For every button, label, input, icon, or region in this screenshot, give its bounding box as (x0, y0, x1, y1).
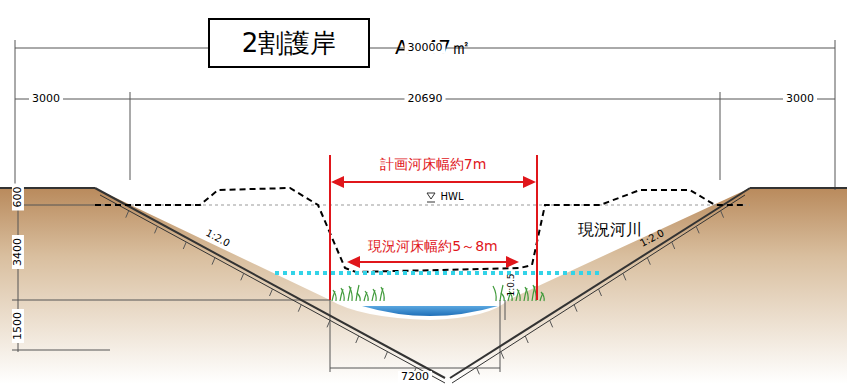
dimension: 20690 (405, 93, 446, 105)
slope-ratio: 1:2.0 (638, 227, 666, 249)
existing-width-label: 現況河床幅約5～8m (365, 239, 500, 254)
dimension: 30000 (405, 42, 446, 54)
slope-ratio: 1:2.0 (204, 227, 232, 249)
dimension: 600 (12, 184, 24, 211)
existing-river-label: 現況河川 (578, 221, 642, 239)
ground (0, 188, 847, 384)
title-box: 2割護岸 (208, 18, 370, 68)
water (362, 306, 498, 316)
planned-bed-line (275, 271, 600, 275)
existing-river-line (95, 188, 745, 272)
planned-width (330, 155, 537, 300)
slope-ticks (126, 211, 724, 375)
hwl-line (95, 205, 750, 206)
dimension-lines (12, 40, 835, 372)
hwl-label: HWL (441, 191, 464, 202)
dimension: 3400 (12, 235, 24, 269)
dimension: 3000 (783, 93, 817, 105)
dimension: 3000 (29, 93, 63, 105)
water-level-symbol (427, 193, 435, 199)
slope-ratio: 1:0.5 (507, 273, 517, 296)
box-title: 2割護岸 (242, 26, 337, 61)
dimension: 1500 (12, 309, 24, 343)
revetment (0, 188, 847, 383)
planned-width-label: 計画河床幅約7m (380, 157, 487, 172)
dimension: 7200 (398, 371, 432, 383)
